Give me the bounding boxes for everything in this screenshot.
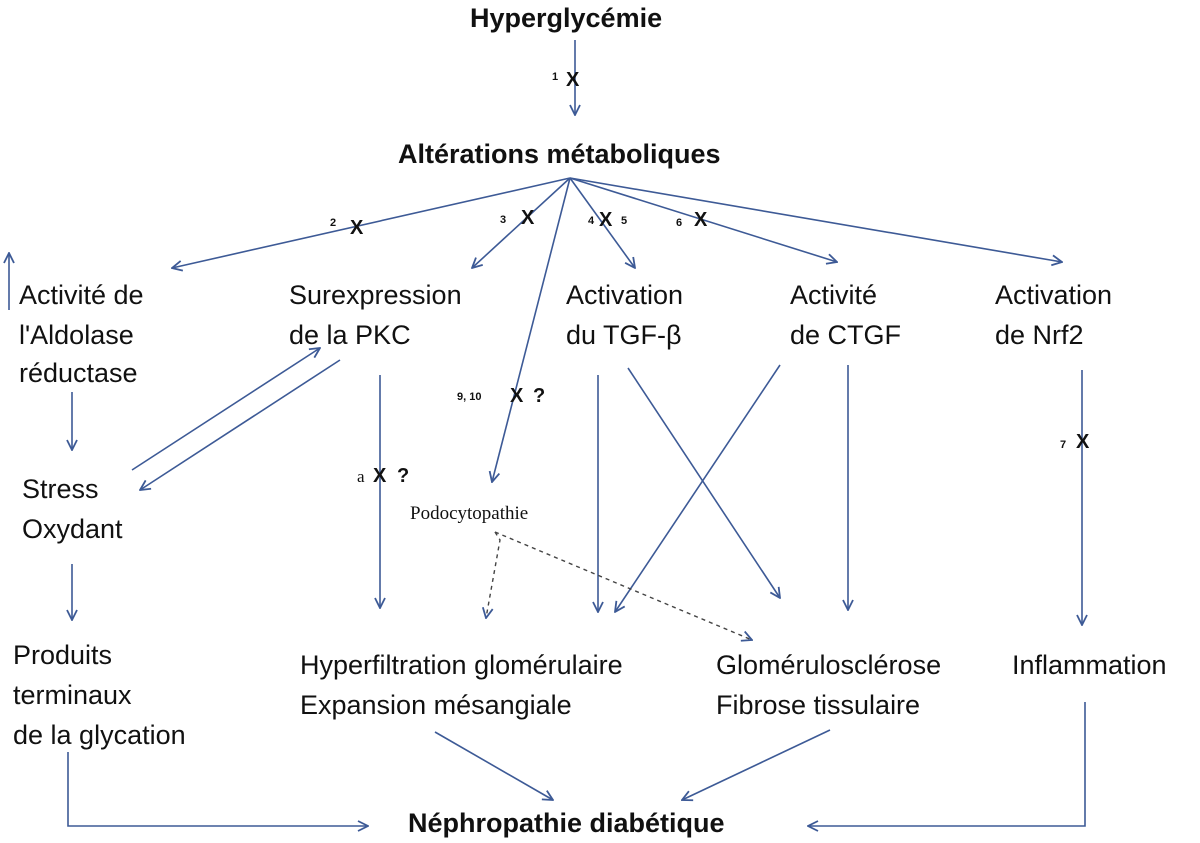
node-glomerulo-line2: Fibrose tissulaire	[716, 690, 921, 720]
arrow-alterations-podocytopathie	[492, 177, 571, 482]
node-produits-line2: terminaux	[13, 680, 132, 710]
node-glomerulo-line1: Glomérulosclérose	[716, 650, 942, 680]
marker-9-10-number: 9, 10	[457, 391, 482, 403]
arrow-produits-nephropathie	[67, 752, 368, 826]
node-aldolase-line3: réductase	[19, 358, 138, 388]
node-ctgf-line2: de CTGF	[790, 320, 902, 350]
node-hyperfiltration-line2: Expansion mésangiale	[300, 690, 572, 720]
arrow-inflammation-nephropathie	[808, 702, 1086, 826]
node-nephropathie: Néphropathie diabétique	[408, 808, 725, 838]
arrow-alterations-nrf2	[569, 177, 1062, 262]
marker-4-number: 4	[588, 215, 595, 227]
marker-9-10-x: X	[510, 385, 524, 407]
marker-a-x: X	[373, 465, 387, 487]
node-aldolase-line2: l'Aldolase	[19, 320, 134, 350]
node-alterations: Altérations métaboliques	[398, 139, 721, 169]
node-pkc-line1: Surexpression	[289, 280, 462, 310]
node-produits-line3: de la glycation	[13, 720, 186, 750]
arrow-alterations-tgf	[569, 177, 635, 268]
marker-9-10-question: ?	[533, 385, 546, 407]
node-aldolase-line1: Activité de	[19, 280, 144, 310]
arrow-alterations-ctgf	[569, 177, 837, 262]
node-stress-line2: Oxydant	[22, 514, 123, 544]
marker-2-x: X	[350, 217, 364, 239]
marker-2-number: 2	[330, 217, 337, 229]
marker-7-x: X	[1076, 431, 1090, 453]
arrow-podocytopathie-glomerulo	[494, 531, 752, 640]
marker-6-number: 6	[676, 217, 683, 229]
marker-5-number: 5	[621, 215, 628, 227]
node-stress-line1: Stress	[22, 474, 99, 504]
marker-a-question: ?	[397, 465, 410, 487]
marker-a-letter: a	[357, 467, 365, 486]
node-ctgf-line1: Activité	[790, 280, 878, 310]
marker-1-x: X	[566, 69, 580, 91]
node-podocytopathie: Podocytopathie	[410, 503, 529, 524]
node-nrf2-line1: Activation	[995, 280, 1113, 310]
node-produits-line1: Produits	[13, 640, 113, 670]
node-hyperfiltration-line1: Hyperfiltration glomérulaire	[300, 650, 623, 680]
arrow-hyperfiltration-nephropathie	[434, 731, 553, 800]
arrow-pkc-stress	[140, 359, 341, 490]
marker-7-number: 7	[1060, 439, 1067, 451]
marker-1-number: 1	[552, 71, 559, 83]
arrow-alterations-pkc	[472, 177, 571, 268]
marker-4-5-x: X	[599, 209, 613, 231]
arrow-ctgf-hyperfiltration	[615, 364, 781, 612]
node-nrf2-line2: de Nrf2	[995, 320, 1084, 350]
node-tgf-line2: du TGF-β	[566, 320, 682, 350]
arrow-stress-pkc	[131, 348, 320, 471]
node-hyperglycemie: Hyperglycémie	[470, 3, 663, 33]
marker-6-x: X	[694, 209, 708, 231]
node-pkc-line2: de la PKC	[289, 320, 411, 350]
arrow-tgf-glomerulo	[627, 367, 780, 598]
node-tgf-line1: Activation	[566, 280, 684, 310]
marker-3-number: 3	[500, 214, 507, 226]
arrow-alterations-aldolase	[172, 177, 571, 268]
arrow-podocytopathie-hyperfiltration	[486, 531, 501, 618]
arrow-glomerulo-nephropathie	[682, 729, 831, 800]
node-inflammation: Inflammation	[1012, 650, 1167, 680]
marker-3-x: X	[521, 207, 535, 229]
